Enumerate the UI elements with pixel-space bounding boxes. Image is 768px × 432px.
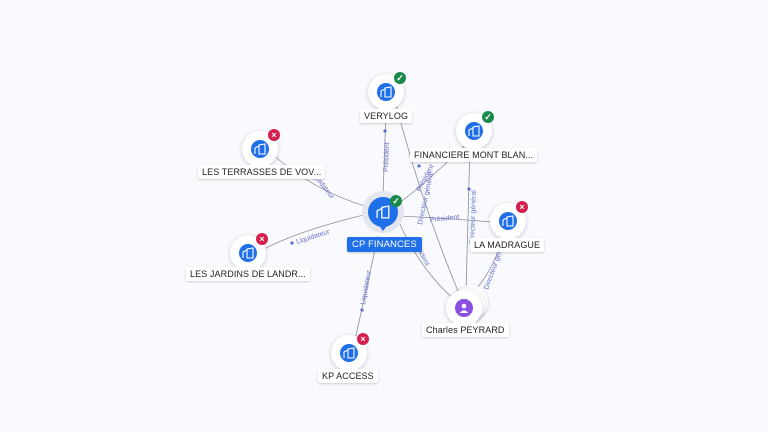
label-verylog[interactable]: VERYLOG xyxy=(360,109,413,123)
label-financiere[interactable]: FINANCIERE MONT BLAN... xyxy=(410,148,538,162)
edge-verylog xyxy=(382,109,387,198)
label-madrague[interactable]: LA MADRAGUE xyxy=(470,238,545,252)
label-terrasses[interactable]: LES TERRASSES DE VOV... xyxy=(198,165,326,179)
label-jardins[interactable]: LES JARDINS DE LANDR... xyxy=(186,267,310,281)
cross-icon: × xyxy=(256,233,268,245)
node-verylog[interactable]: ✓ xyxy=(368,72,406,110)
building-icon xyxy=(380,86,392,98)
node-madrague[interactable]: × xyxy=(490,201,528,239)
edge-kpaccess xyxy=(354,235,379,341)
edge-label-madrague: Président xyxy=(429,214,459,224)
check-icon: ✓ xyxy=(482,111,494,123)
node-financiere[interactable]: ✓ xyxy=(456,111,494,149)
edge-peyrard-verylog xyxy=(394,99,461,297)
edge-arrow-verylog xyxy=(383,129,387,133)
check-icon: ✓ xyxy=(390,195,402,207)
building-icon xyxy=(242,247,254,259)
edge-arrow-kpaccess xyxy=(360,308,364,312)
label-peyrard[interactable]: Charles PEYRARD xyxy=(422,323,509,337)
edge-peyrard-financiere xyxy=(465,144,471,293)
cross-icon: × xyxy=(357,333,369,345)
edge-peyrard-center xyxy=(397,219,456,301)
node-terrasses[interactable]: × xyxy=(242,129,280,167)
label-kpaccess[interactable]: KP ACCESS xyxy=(318,369,378,383)
cross-icon: × xyxy=(516,201,528,213)
building-icon xyxy=(343,347,355,359)
building-icon xyxy=(468,125,480,137)
person-icon xyxy=(459,303,469,313)
node-jardins[interactable]: × xyxy=(230,233,268,271)
edge-jardins xyxy=(261,213,369,251)
edge-label-kpaccess: Liquidateur xyxy=(360,269,373,305)
edge-arrow-financiere xyxy=(417,164,421,168)
edge-label-jardins: Liquidateur xyxy=(295,228,331,246)
building-icon xyxy=(254,143,266,155)
building-icon xyxy=(502,215,514,227)
node-peyrard[interactable] xyxy=(446,290,482,326)
edge-arrow-peyrard-financiere xyxy=(467,187,471,191)
edge-financiere xyxy=(397,139,471,205)
check-icon: ✓ xyxy=(394,72,406,84)
node-center[interactable]: ✓ xyxy=(368,195,402,231)
edge-label-verylog: Président xyxy=(383,142,391,172)
edge-label-peyrard-financiere: Directeur général xyxy=(469,190,478,244)
building-icon xyxy=(376,205,390,219)
edge-arrow-jardins xyxy=(290,241,294,245)
edge-terrasses xyxy=(267,149,369,208)
cross-icon: × xyxy=(268,129,280,141)
edge-madrague xyxy=(397,215,493,223)
node-kpaccess[interactable]: × xyxy=(331,333,369,371)
label-center[interactable]: CP FINANCES xyxy=(347,237,422,252)
